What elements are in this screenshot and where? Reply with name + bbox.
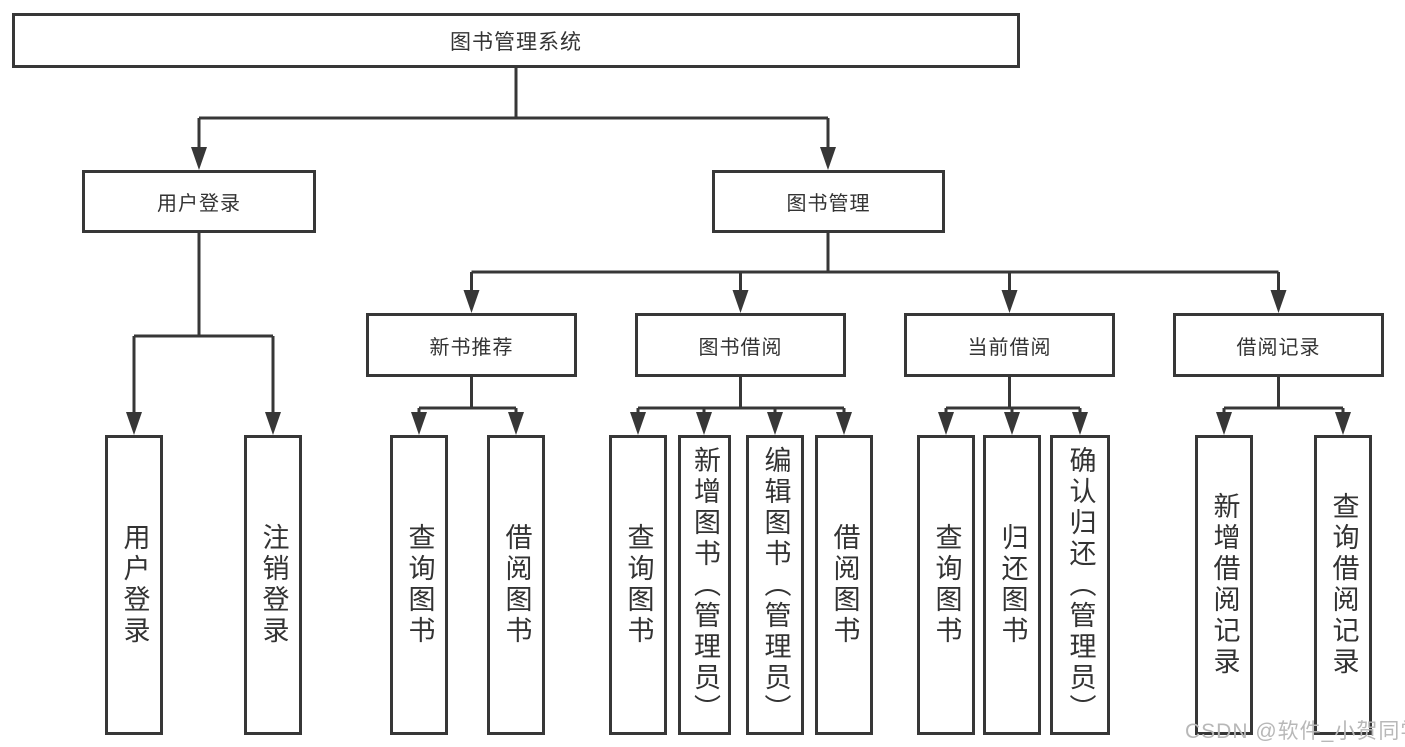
- csdn-watermark: CSDN @软件_小贺同学: [1185, 720, 1405, 743]
- leaf-label: 归还图书: [997, 523, 1028, 647]
- node-label: 用户登录: [157, 193, 241, 215]
- node-label: 图书借阅: [698, 336, 783, 359]
- node-book-borrowing: 图书借阅: [635, 313, 846, 377]
- leaf-label: 注销登录: [258, 523, 289, 647]
- leaf-label: 借阅图书: [501, 523, 532, 647]
- leaf-query-books-current: 查询图书: [917, 435, 975, 735]
- leaf-add-borrow-record: 新增借阅记录: [1195, 435, 1253, 735]
- node-library-system: 图书管理系统: [12, 13, 1020, 68]
- leaf-logout: 注销登录: [244, 435, 302, 735]
- leaf-edit-books-admin: 编辑图书（管理员）: [746, 435, 804, 735]
- arrowhead: [767, 412, 783, 435]
- leaf-query-books-borrow: 查询图书: [609, 435, 667, 735]
- node-new-book-recommend: 新书推荐: [366, 313, 577, 377]
- leaf-label: 编辑图书（管理员）: [760, 445, 791, 725]
- arrowhead: [191, 147, 207, 170]
- leaf-borrow-books: 借阅图书: [815, 435, 873, 735]
- leaf-label: 借阅图书: [829, 523, 860, 647]
- arrowhead: [126, 412, 142, 435]
- arrowhead: [463, 290, 480, 313]
- arrowhead: [820, 147, 836, 170]
- node-label: 当前借阅: [967, 336, 1052, 359]
- node-current-borrowing: 当前借阅: [904, 313, 1115, 377]
- leaf-label: 查询图书: [931, 523, 962, 647]
- node-label: 借阅记录: [1236, 336, 1321, 359]
- arrowhead: [696, 412, 712, 435]
- node-label: 图书管理: [786, 193, 871, 215]
- node-book-management: 图书管理: [712, 170, 945, 233]
- arrowhead: [265, 412, 281, 435]
- arrowhead: [630, 412, 646, 435]
- node-label: 新书推荐: [429, 336, 514, 359]
- leaf-label: 新增借阅记录: [1209, 492, 1240, 678]
- leaf-query-borrow-record: 查询借阅记录: [1314, 435, 1372, 735]
- leaf-return-books: 归还图书: [983, 435, 1041, 735]
- leaf-confirm-return-admin: 确认归还（管理员）: [1050, 435, 1110, 735]
- leaf-add-books-admin: 新增图书（管理员）: [678, 435, 731, 735]
- arrowhead: [1001, 290, 1018, 313]
- arrowhead: [411, 412, 427, 435]
- leaf-label: 查询借阅记录: [1328, 492, 1359, 678]
- arrowhead: [1270, 290, 1287, 313]
- arrowhead: [1004, 412, 1020, 435]
- arrowhead: [938, 412, 954, 435]
- node-borrowing-records: 借阅记录: [1173, 313, 1384, 377]
- leaf-label: 确认归还（管理员）: [1065, 445, 1096, 725]
- arrowhead: [508, 412, 524, 435]
- arrowhead: [1072, 412, 1088, 435]
- arrowhead: [732, 290, 749, 313]
- leaf-borrow-books-recommend: 借阅图书: [487, 435, 545, 735]
- leaf-query-books-recommend: 查询图书: [390, 435, 448, 735]
- leaf-label: 查询图书: [404, 523, 435, 647]
- arrowhead: [1216, 412, 1232, 435]
- leaf-user-login: 用户登录: [105, 435, 163, 735]
- node-user-login-branch: 用户登录: [82, 170, 316, 233]
- arrowhead: [836, 412, 852, 435]
- node-label: 图书管理系统: [450, 30, 582, 54]
- leaf-label: 用户登录: [119, 523, 150, 647]
- leaf-label: 查询图书: [623, 523, 654, 647]
- tree-edges: [132, 68, 1345, 414]
- arrowhead: [1335, 412, 1351, 435]
- leaf-label: 新增图书（管理员）: [690, 445, 720, 725]
